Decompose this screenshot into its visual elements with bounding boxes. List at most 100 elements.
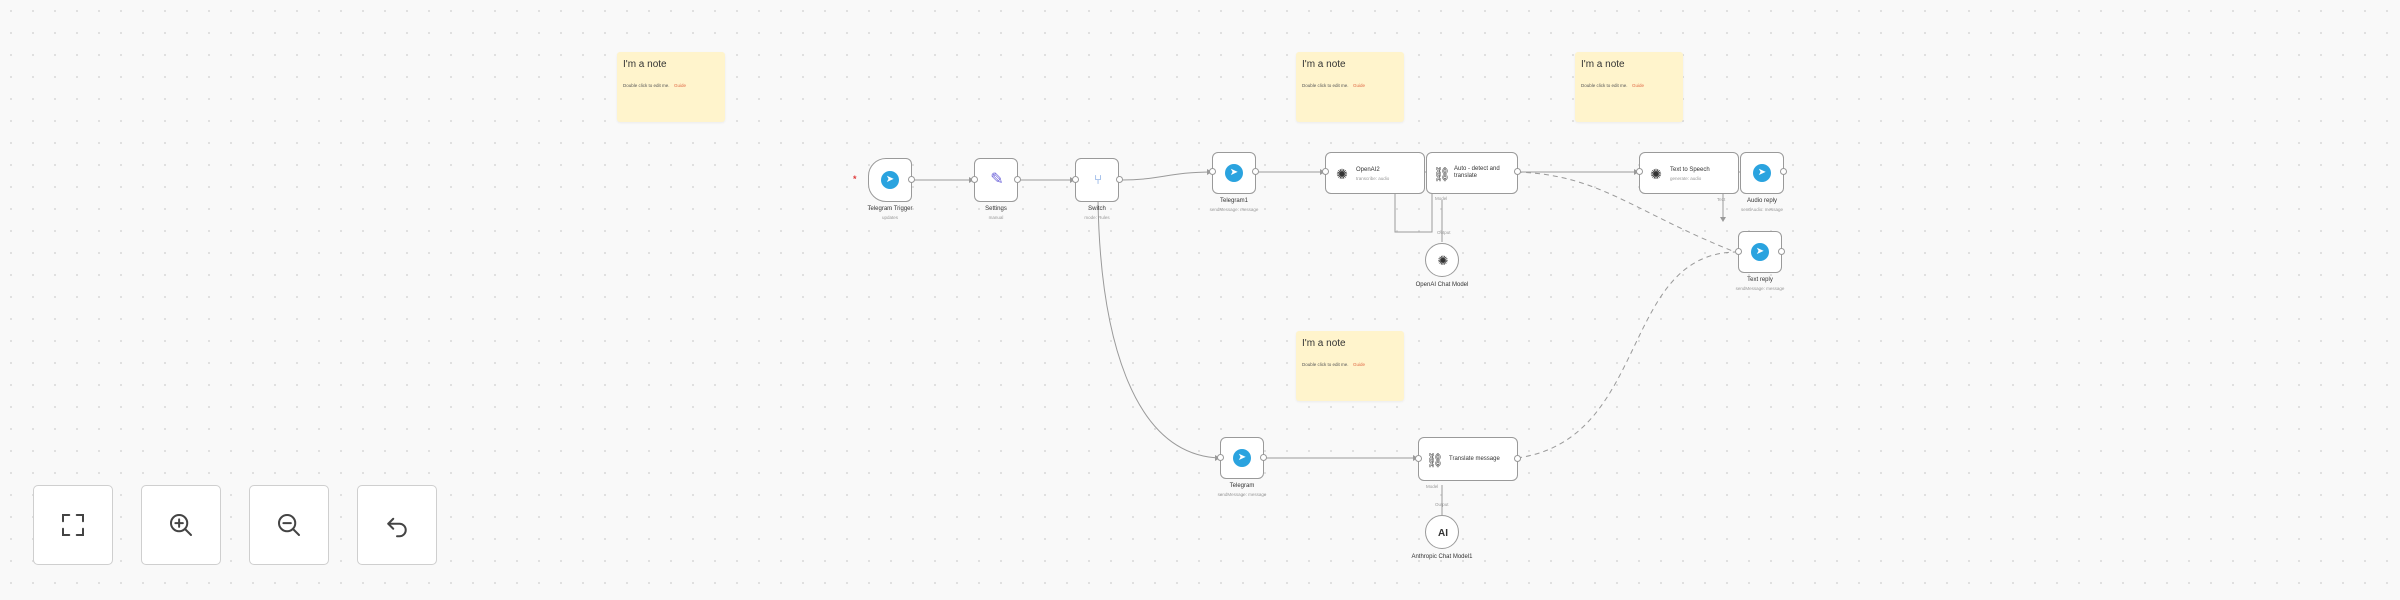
node-label: Text to Speech [1670,167,1710,173]
fit-view-icon [62,514,84,536]
node-anthropic-chat-model[interactable]: AI [1425,515,1459,549]
chain-link-icon: ⛓ [1426,452,1444,468]
node-auto-detect-translate[interactable]: ⛓ Auto - detect and translate [1426,152,1518,194]
chain-link-icon: ⛓ [1433,166,1451,182]
output-port[interactable] [908,176,915,183]
output-port[interactable] [1514,168,1521,175]
output-port[interactable] [1260,454,1267,461]
node-label: Telegram1 [1219,198,1248,204]
node-telegram1[interactable]: ➤ [1212,152,1256,194]
telegram-icon: ➤ [1753,164,1771,182]
sticky-note-2[interactable]: I'm a note Double click to edit me. Guid… [1296,52,1404,122]
input-port[interactable] [971,176,978,183]
output-port[interactable] [1116,176,1123,183]
node-label: OpenAI2 [1356,167,1380,173]
input-port[interactable] [1415,455,1422,462]
node-sublabel: sendAudio: message [1740,207,1784,212]
node-audio-reply[interactable]: ➤ [1740,152,1784,194]
node-sublabel: updates [881,215,898,220]
input-port[interactable] [1322,168,1329,175]
edge-openai2-loop [1394,194,1433,233]
node-openai2[interactable]: ✺ OpenAI2 transcribe: audio [1325,152,1425,194]
openai-icon: ✺ [1437,253,1449,268]
node-settings[interactable]: ✎ [974,158,1018,202]
input-port[interactable] [1072,176,1079,183]
input-port[interactable] [1217,454,1224,461]
node-label: Telegram [1229,483,1255,489]
node-sublabel: manual [988,215,1004,220]
sticky-note-title: I'm a note [623,59,667,70]
node-sublabel: sendMessage: message [1209,207,1259,212]
node-sublabel: sendMessage: message [1735,286,1785,291]
telegram-icon: ➤ [1225,164,1243,182]
sticky-note-title: I'm a note [1581,59,1625,70]
node-label: Switch [1088,206,1106,212]
sticky-note-title: I'm a note [1302,59,1346,70]
sticky-note-link[interactable]: Guide [673,83,686,88]
sticky-note-body: Double click to edit me. [1302,362,1349,367]
node-text-to-speech[interactable]: ✺ Text to Speech generate: audio [1639,152,1739,194]
node-telegram[interactable]: ➤ [1220,437,1264,479]
node-openai-chat-model[interactable]: ✺ [1425,243,1459,277]
output-port[interactable] [1780,168,1787,175]
zoom-out-button[interactable] [249,485,329,565]
input-port[interactable] [1636,168,1643,175]
sticky-note-body: Double click to edit me. [1581,83,1628,88]
node-label: Auto - detect and translate [1454,166,1500,179]
output-port[interactable] [1252,168,1259,175]
pencil-icon: ✎ [990,171,1004,188]
node-label: Text reply [1747,277,1773,283]
sticky-note-3[interactable]: I'm a note Double click to edit me. Guid… [1575,52,1683,122]
output-port[interactable] [1514,455,1521,462]
port-label-text: Text [1717,197,1726,202]
sticky-note-link[interactable]: Guide [1352,83,1365,88]
zoom-in-icon [170,514,192,536]
zoom-in-button[interactable] [141,485,221,565]
output-port[interactable] [1014,176,1021,183]
telegram-icon: ➤ [1233,449,1251,467]
node-label: Audio reply [1746,198,1778,204]
node-sublabel: sendMessage: message [1217,492,1267,497]
sticky-note-link[interactable]: Guide [1352,362,1365,367]
node-switch[interactable]: ⑂ [1075,158,1119,202]
node-label: Settings [985,206,1007,212]
sticky-note-1[interactable]: I'm a note Double click to edit me. Guid… [617,52,725,122]
zoom-to-fit-button[interactable] [33,485,113,565]
undo-icon [387,517,407,538]
openai-icon: ✺ [1336,166,1348,182]
node-label: Translate message [1449,456,1500,462]
node-label: OpenAI Chat Model [1415,282,1469,288]
openai-icon: ✺ [1650,166,1662,182]
edge-switch-telegram [1097,199,1221,459]
node-sublabel: generate: audio [1670,176,1702,181]
telegram-icon: ➤ [881,171,899,189]
node-label: Anthropic Chat Model1 [1411,554,1473,560]
input-port[interactable] [1735,248,1742,255]
telegram-icon: ➤ [1751,243,1769,261]
port-label-output: Output [1435,502,1449,507]
input-port[interactable] [1209,168,1216,175]
node-translate-message[interactable]: ⛓ Translate message [1418,437,1518,481]
reset-zoom-button[interactable] [357,485,437,565]
edge-switch-telegram1 [1121,171,1213,181]
node-label: Telegram Trigger [867,206,913,212]
node-telegram-trigger[interactable]: ➤ [868,158,912,202]
sticky-note-link[interactable]: Guide [1631,83,1644,88]
node-sublabel: transcribe: audio [1356,176,1390,181]
port-label-output: Output [1437,230,1451,235]
output-port[interactable] [1778,248,1785,255]
warning-icon: * [853,174,857,184]
port-label-model: Model [1435,196,1448,201]
edge-translate-textreply [1516,251,1736,459]
sticky-note-4[interactable]: I'm a note Double click to edit me. Guid… [1296,331,1404,401]
zoom-out-icon [278,514,300,536]
port-label-model: Model [1426,484,1439,489]
sticky-note-body: Double click to edit me. [623,83,670,88]
sticky-note-title: I'm a note [1302,338,1346,349]
anthropic-icon: AI [1438,528,1448,539]
node-text-reply[interactable]: ➤ [1738,231,1782,273]
sticky-note-body: Double click to edit me. [1302,83,1349,88]
switch-icon: ⑂ [1094,172,1102,187]
